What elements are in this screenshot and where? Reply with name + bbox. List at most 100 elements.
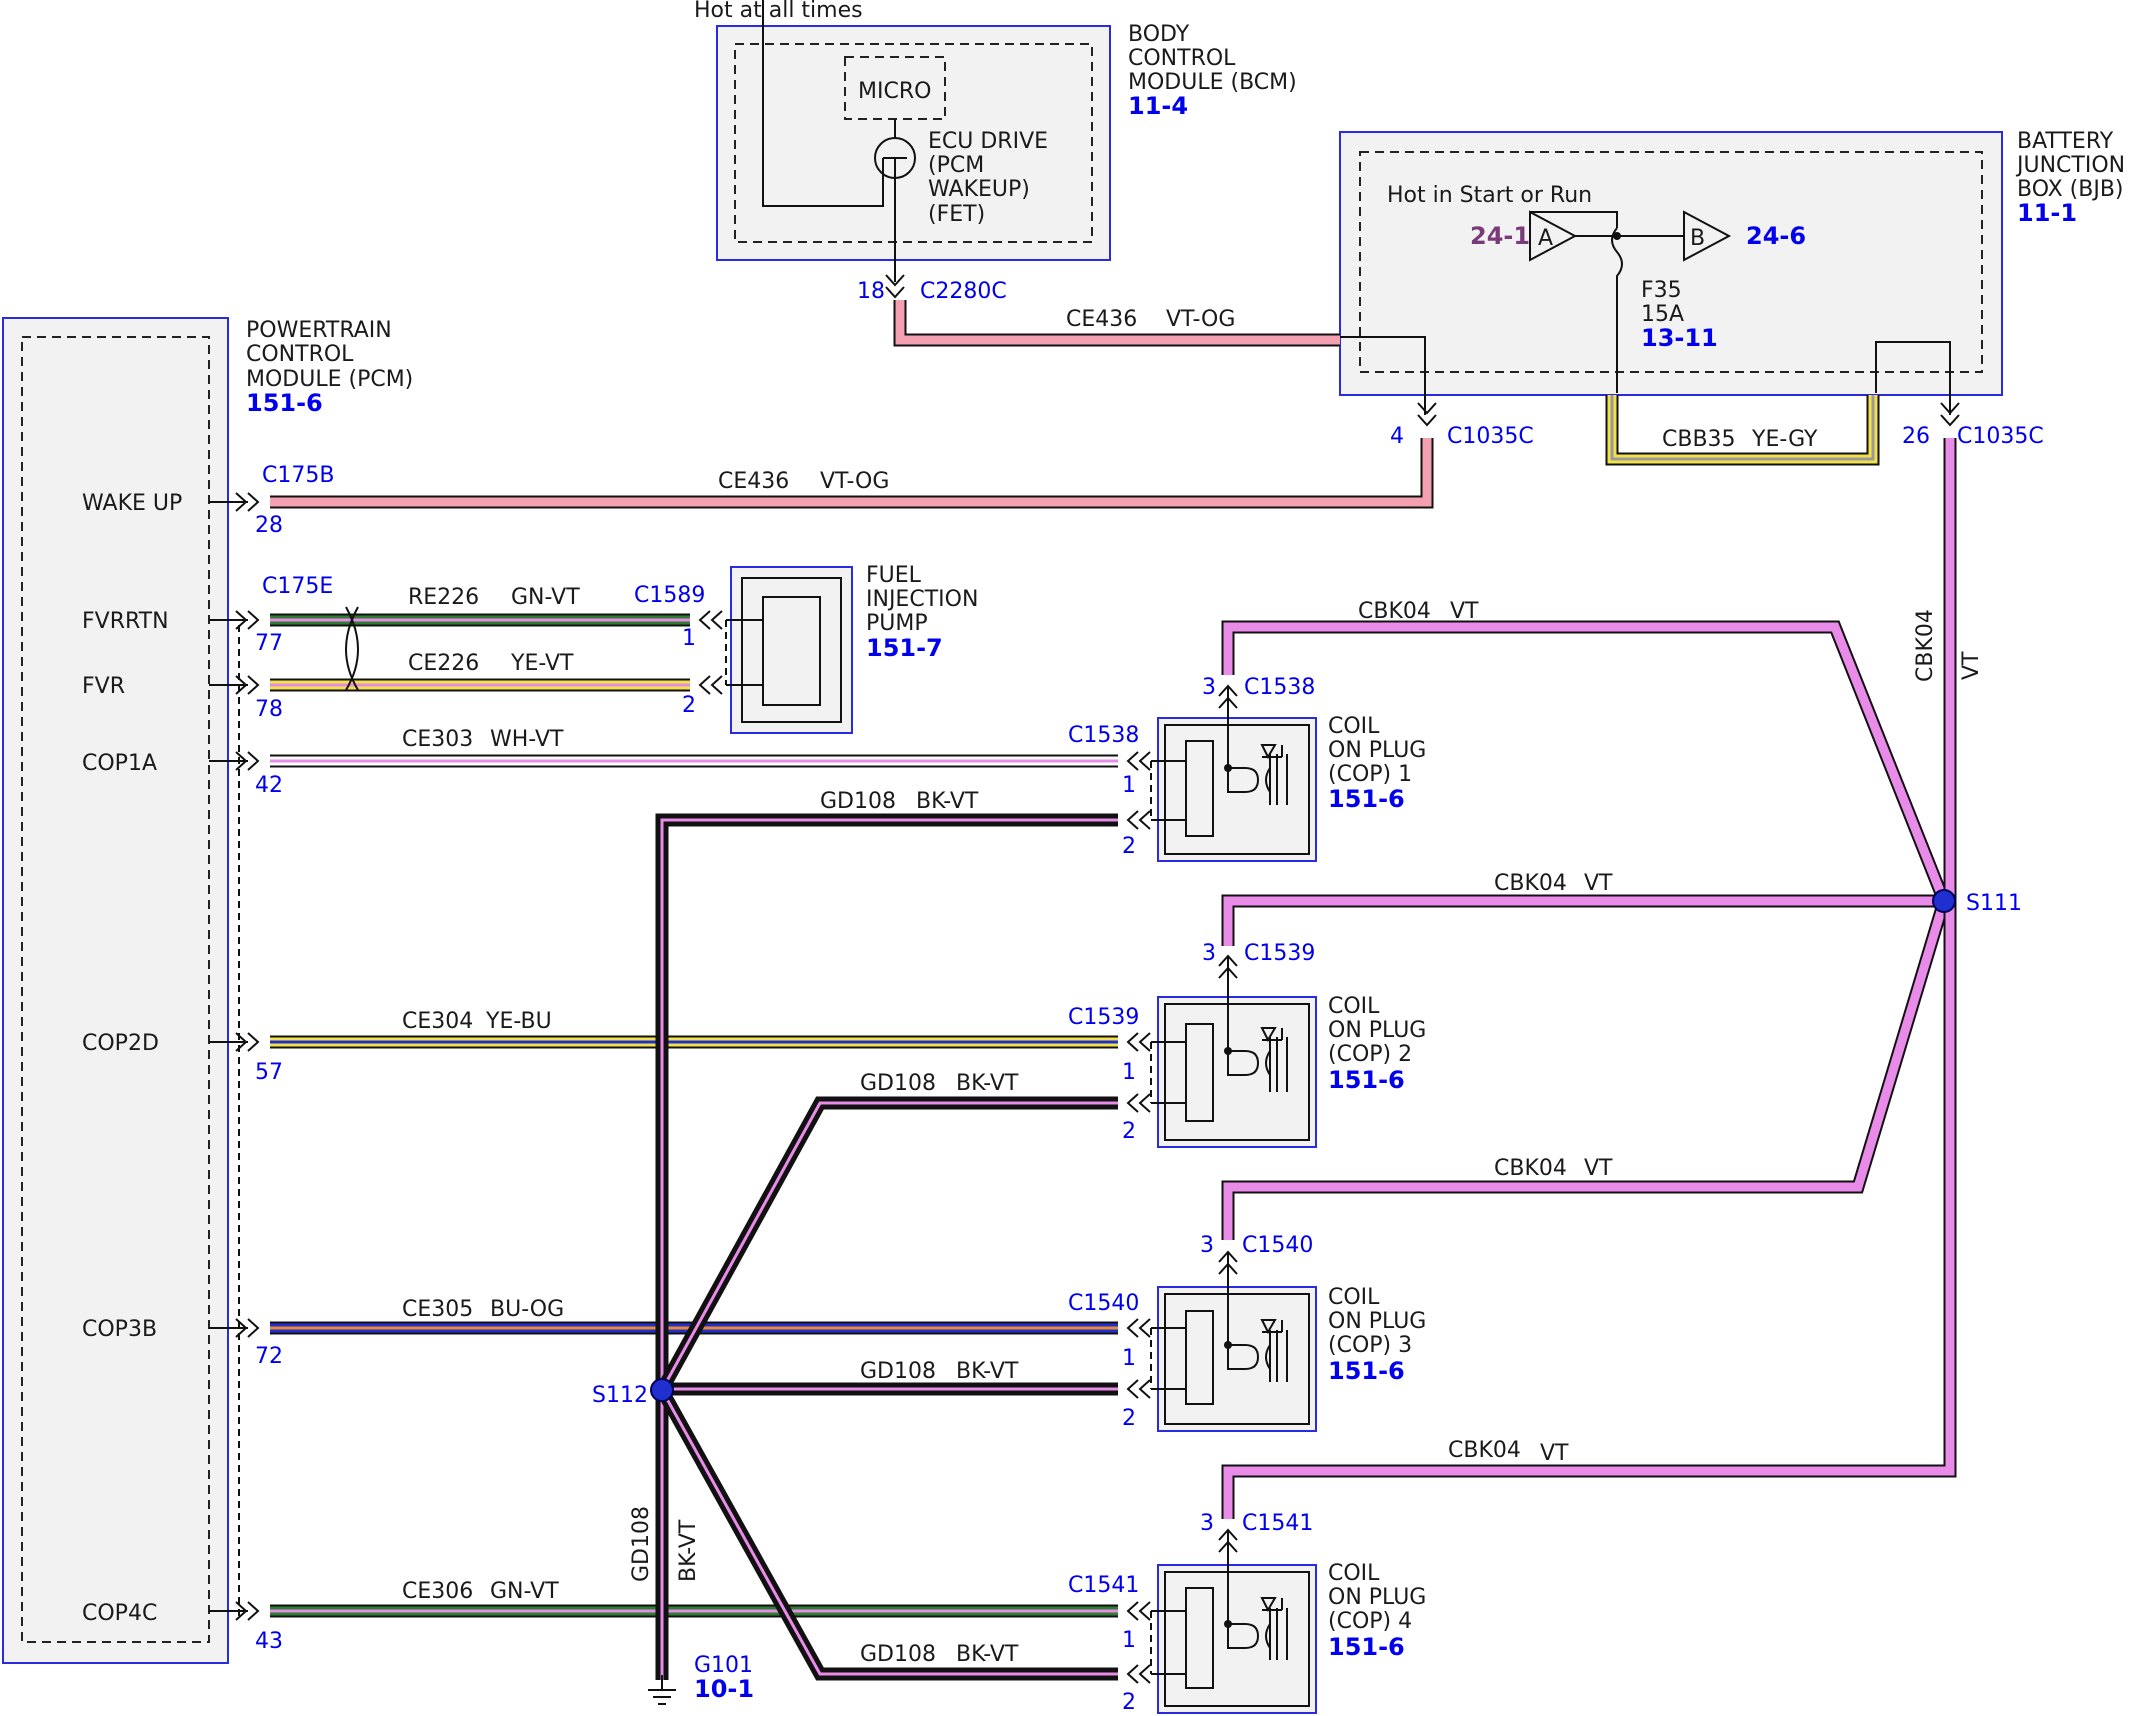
splice-s112-label[interactable]: S112 [592,1383,648,1408]
wire-label-gd108-vertical-color: BK-VT [676,1519,701,1582]
coil-2-pin-1: 1 [1122,1060,1136,1085]
pcm-connector-c175b[interactable]: C175B [262,463,334,488]
fuel-injection-pump[interactable] [730,566,853,734]
pump-pin-1: 1 [682,626,696,651]
pump-pin-2: 2 [682,693,696,718]
bcm-hot-line [762,0,884,207]
wire-ce436-top[interactable] [893,300,1340,347]
coil-4-title-3: (COP) 4 [1328,1609,1412,1634]
pump-connector[interactable]: C1589 [634,583,705,608]
wire-cbb35[interactable] [1605,395,1880,466]
coil-4-ref-link[interactable]: 151-6 [1328,1633,1405,1661]
pump-title-3: PUMP [866,611,928,636]
splice-s111-label[interactable]: S111 [1966,891,2022,916]
splice-s112-dot[interactable] [650,1378,674,1402]
wire-label-ce436-top-color: VT-OG [1166,307,1235,332]
coil-1-connector-top[interactable]: C1538 [1244,675,1315,700]
coil-1-connector[interactable]: C1538 [1068,723,1139,748]
coil-1-ref-link[interactable]: 151-6 [1328,785,1405,813]
wire-cbk04-3[interactable] [1221,899,1951,1240]
wire-label-ce436-top-circuit: CE436 [1066,307,1137,332]
bjb-connector-right[interactable]: C1035C [1957,424,2044,449]
coil-2-title-2: ON PLUG [1328,1018,1426,1043]
buffer-b [1683,210,1732,262]
coil-4-pin-3: 3 [1200,1511,1214,1536]
bcm-hot-label: Hot at all times [694,0,863,23]
bjb-connector-left[interactable]: C1035C [1447,424,1534,449]
coil-4-title-1: COIL [1328,1561,1380,1586]
coil-3-connector[interactable]: C1540 [1068,1291,1139,1316]
wire-label-cbk04-2-circuit: CBK04 [1494,871,1567,896]
wire-cbk04-1[interactable] [1221,620,1951,904]
wire-label-ce436-bottom-color: VT-OG [820,469,889,494]
pcm-title-3: MODULE (PCM) [246,367,413,392]
wire-gd108-1[interactable] [655,813,1118,1680]
wire-label-cbb35-circuit: CBB35 [1662,427,1736,452]
bjb-ref-b-link[interactable]: 24-6 [1746,222,1806,250]
wire-label-cbb35-color: YE-GY [1751,427,1818,452]
wire-gd108-4[interactable] [656,1386,1118,1681]
wire-label-cbk04-4-circuit: CBK04 [1448,1438,1521,1463]
arrow-coil-side-1 [1126,810,1151,830]
wire-ce436-bottom[interactable] [270,438,1434,509]
coil-4-connector-top[interactable]: C1541 [1242,1511,1313,1536]
wire-label-ce226-color: YE-VT [510,651,574,676]
bcm-ref-link[interactable]: 11-4 [1128,92,1188,120]
coil-cop-1[interactable] [1157,686,1317,862]
arrow-coil-side-7 [1126,1664,1151,1684]
coil-2-connector-top[interactable]: C1539 [1244,941,1315,966]
wire-cbk04-4[interactable] [1221,438,1957,1519]
coil-1-pin-2: 2 [1122,834,1136,859]
coil-cop-3[interactable] [1157,1252,1317,1432]
pcm-ref-link[interactable]: 151-6 [246,389,323,417]
coil-2-ref-link[interactable]: 151-6 [1328,1066,1405,1094]
bcm-connector[interactable]: C2280C [920,279,1007,304]
pump-ref-link[interactable]: 151-7 [866,634,943,662]
coil-4-connector[interactable]: C1541 [1068,1573,1139,1598]
bjb-ref-link[interactable]: 11-1 [2017,199,2077,227]
coil-3-title-2: ON PLUG [1328,1309,1426,1334]
buffer-a [1529,210,1578,262]
coil-4-pin-1: 1 [1122,1628,1136,1653]
ecu-label-1: ECU DRIVE [928,129,1048,154]
coil-4-pin-2: 2 [1122,1690,1136,1715]
bjb-title-1: BATTERY [2017,129,2114,154]
coil-3-title-1: COIL [1328,1285,1380,1310]
bcm-module[interactable] [716,25,1111,261]
ground-label[interactable]: G101 [694,1653,753,1678]
wire-gd108-2[interactable] [656,1096,1118,1394]
wire-label-cbk04-1-color: VT [1450,599,1479,624]
pcm-title-1: POWERTRAIN [246,318,392,343]
wire-cbk04-2[interactable] [1221,894,1944,946]
bjb-pin-right: 26 [1902,424,1930,449]
wire-label-cbk04-4-color: VT [1540,1441,1569,1466]
fuse-ref-link[interactable]: 13-11 [1641,324,1718,352]
pcm-connector-c175e[interactable]: C175E [262,574,333,599]
bjb-module[interactable] [1339,131,2003,396]
arrow-coil-top-3 [1218,1528,1238,1553]
coil-2-labels: COIL ON PLUG (COP) 2 151-6 C1539 C1539 3… [1068,941,1426,1144]
arrow-coil-top-2 [1218,1250,1238,1275]
coil-cop-4[interactable] [1157,1530,1317,1714]
pcm-pin-name-cop4c: COP4C [82,1601,157,1626]
coil-2-connector[interactable]: C1539 [1068,1005,1139,1030]
coil-2-title-3: (COP) 2 [1328,1042,1412,1067]
wire-label-ce226-circuit: CE226 [408,651,479,676]
splice-s111-dot[interactable] [1932,889,1956,913]
wire-label-cbk04-3-color: VT [1584,1156,1613,1181]
coil-cop-2[interactable] [1157,956,1317,1148]
coil-1-title-2: ON PLUG [1328,738,1426,763]
bcm-title-3: MODULE (BCM) [1128,70,1297,95]
coil-2-pin-2: 2 [1122,1119,1136,1144]
pcm-module[interactable] [2,317,229,1664]
ground-ref-link[interactable]: 10-1 [694,1675,754,1703]
bjb-ref-a-link[interactable]: 24-1 [1470,222,1530,250]
fuse-label-2: 15A [1641,302,1684,327]
bjb-title-2: JUNCTION [2015,153,2125,178]
coil-3-labels: COIL ON PLUG (COP) 3 151-6 C1540 C1540 3… [1068,1233,1426,1431]
wire-label-gd108-3-circuit: GD108 [860,1359,936,1384]
coil-1-title-3: (COP) 1 [1328,762,1412,787]
coil-3-connector-top[interactable]: C1540 [1242,1233,1313,1258]
coil-3-ref-link[interactable]: 151-6 [1328,1357,1405,1385]
